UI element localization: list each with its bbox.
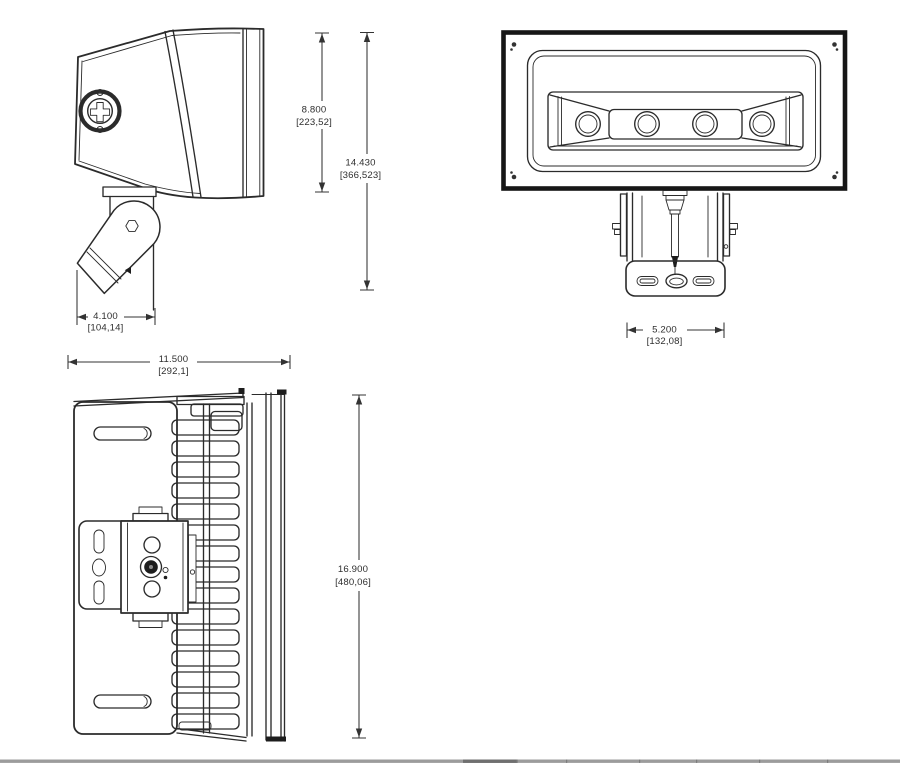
footer-table-edge: [0, 759, 900, 763]
mounting-bracket: [78, 506, 197, 628]
rear-view: 11.500 [292,1]: [67, 352, 380, 742]
dim-arm-width: 4.100 [104,14]: [76, 270, 156, 334]
dim-overall-height: 14.430 [366,523]: [337, 31, 384, 291]
yoke-mount: [612, 192, 738, 297]
lens-assembly: [547, 91, 804, 151]
dim-overall-height-inches: 14.430: [345, 158, 375, 169]
corner-screw-icon: [510, 42, 839, 180]
dim-overall-depth-mm: [480,06]: [335, 577, 371, 588]
cable-gland: [662, 190, 688, 275]
dim-housing-height-inches: 8.800: [302, 105, 327, 116]
dim-arm-width-mm: [104,14]: [88, 323, 124, 334]
front-view: 5.200 [132,08]: [501, 30, 848, 348]
dim-overall-depth-inches: 16.900: [338, 564, 368, 575]
dim-arm-width-inches: 4.100: [93, 311, 118, 322]
dim-yoke-width-mm: [132,08]: [647, 336, 683, 347]
side-view: 8.800 [223,52] 14.430 [366,523] 4.100 [1…: [74, 27, 384, 334]
front-bezel-edge: [246, 389, 287, 742]
dim-overall-width-mm: [292,1]: [158, 366, 188, 377]
dim-yoke-width: 5.200 [132,08]: [626, 322, 725, 348]
dim-overall-width: 11.500 [292,1]: [67, 352, 291, 378]
aiming-knob: [78, 89, 122, 133]
dim-overall-height-mm: [366,523]: [340, 170, 381, 181]
dim-housing-height-mm: [223,52]: [296, 117, 332, 128]
pivot-hex-nut-icon: [125, 220, 139, 232]
dim-housing-height: 8.800 [223,52]: [292, 32, 337, 193]
dim-overall-width-inches: 11.500: [159, 354, 189, 365]
led-icon: [575, 111, 775, 137]
dim-yoke-width-inches: 5.200: [652, 325, 677, 336]
phillips-screw-icon: [89, 102, 111, 123]
mounting-knuckle: [76, 186, 161, 311]
dim-overall-depth: 16.900 [480,06]: [330, 394, 380, 739]
